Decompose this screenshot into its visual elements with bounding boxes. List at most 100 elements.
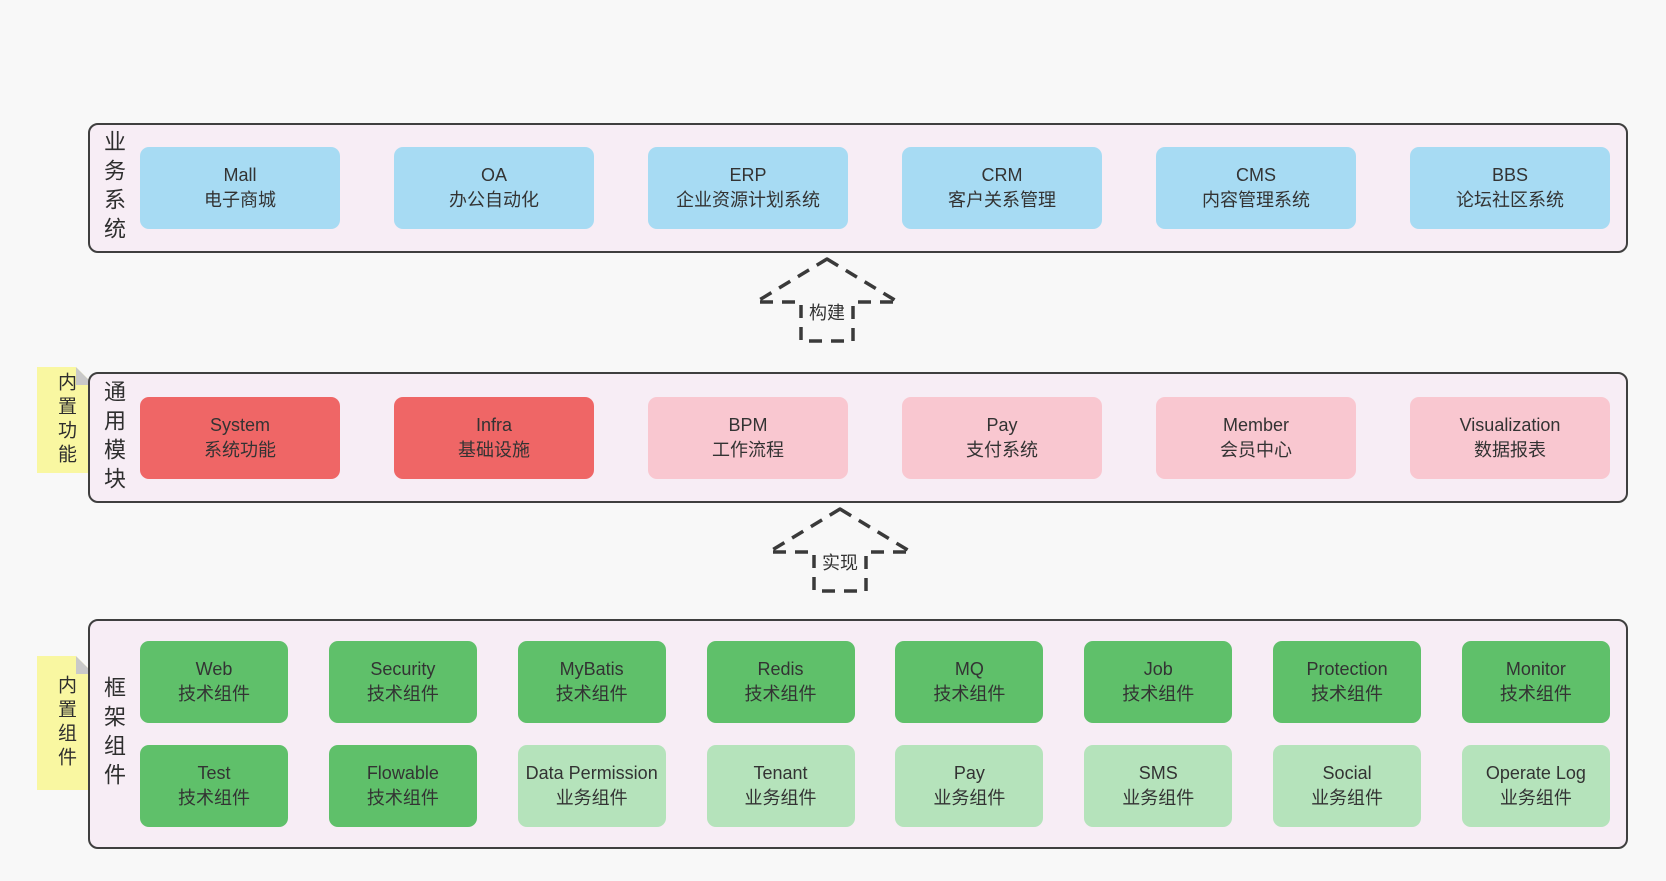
box-oa: OA 办公自动化 bbox=[394, 147, 594, 229]
arrow-implement: 实现 bbox=[765, 506, 915, 594]
box-security: Security 技术组件 bbox=[328, 641, 477, 723]
common-modules-row: System 系统功能 Infra 基础设施 BPM 工作流程 Pay 支付系统… bbox=[140, 396, 1610, 479]
box-subtitle: 技术组件 bbox=[366, 788, 439, 808]
dashed-up-arrow-icon bbox=[767, 507, 913, 593]
framework-components-row-2: Test 技术组件 Flowable 技术组件 Data Permission … bbox=[140, 745, 1610, 827]
box-title: BPM bbox=[728, 414, 768, 435]
box-pay-component: Pay 业务组件 bbox=[895, 745, 1044, 827]
section-label-framework-components: 框架组件 bbox=[101, 676, 126, 792]
business-systems-row: Mall 电子商城 OA 办公自动化 ERP 企业资源计划系统 CRM 客户关系… bbox=[140, 147, 1610, 229]
box-subtitle: 技术组件 bbox=[178, 684, 250, 704]
box-title: Member bbox=[1222, 414, 1289, 435]
box-title: Monitor bbox=[1505, 659, 1566, 680]
box-subtitle: 技术组件 bbox=[1499, 684, 1572, 704]
box-title: CRM bbox=[981, 165, 1023, 186]
box-subtitle: 业务组件 bbox=[1122, 788, 1195, 808]
box-subtitle: 论坛社区系统 bbox=[1456, 190, 1564, 210]
box-subtitle: 会员中心 bbox=[1220, 439, 1292, 460]
box-title: Redis bbox=[757, 659, 804, 680]
box-title: Protection bbox=[1306, 659, 1388, 680]
box-job: Job 技术组件 bbox=[1084, 641, 1233, 723]
box-subtitle: 业务组件 bbox=[933, 788, 1006, 808]
box-title: OA bbox=[480, 165, 507, 186]
box-subtitle: 技术组件 bbox=[933, 684, 1006, 704]
box-title: Visualization bbox=[1459, 414, 1561, 435]
box-redis: Redis 技术组件 bbox=[706, 641, 855, 723]
box-infra: Infra 基础设施 bbox=[394, 396, 594, 479]
box-visualization: Visualization 数据报表 bbox=[1410, 396, 1610, 479]
box-title: MyBatis bbox=[559, 659, 624, 680]
box-crm: CRM 客户关系管理 bbox=[902, 147, 1102, 229]
box-flowable: Flowable 技术组件 bbox=[328, 745, 477, 827]
box-title: Security bbox=[370, 659, 436, 680]
arrow-build-label: 构建 bbox=[805, 298, 849, 326]
box-title: BBS bbox=[1491, 165, 1529, 186]
box-title: Operate Log bbox=[1485, 763, 1586, 784]
note-label: 内置功能 bbox=[55, 372, 76, 468]
box-title: Mall bbox=[223, 165, 257, 186]
box-subtitle: 基础设施 bbox=[458, 439, 530, 460]
section-label-business-systems: 业务系统 bbox=[101, 130, 126, 246]
box-erp: ERP 企业资源计划系统 bbox=[648, 147, 848, 229]
box-title: Infra bbox=[475, 414, 513, 435]
panel-business-systems: 业务系统 Mall 电子商城 OA 办公自动化 ERP 企业资源计划系统 CRM… bbox=[88, 123, 1628, 253]
box-subtitle: 技术组件 bbox=[1122, 684, 1195, 704]
box-test: Test 技术组件 bbox=[140, 745, 288, 827]
box-subtitle: 支付系统 bbox=[966, 439, 1038, 460]
box-subtitle: 技术组件 bbox=[1311, 684, 1384, 704]
box-data-permission: Data Permission 业务组件 bbox=[517, 745, 666, 827]
box-subtitle: 技术组件 bbox=[555, 684, 628, 704]
box-web: Web 技术组件 bbox=[140, 641, 288, 723]
box-subtitle: 办公自动化 bbox=[449, 190, 539, 210]
box-bpm: BPM 工作流程 bbox=[648, 396, 848, 479]
box-protection: Protection 技术组件 bbox=[1273, 641, 1422, 723]
section-label-common-modules: 通用模块 bbox=[101, 379, 126, 496]
box-member: Member 会员中心 bbox=[1156, 396, 1356, 479]
box-subtitle: 技术组件 bbox=[178, 788, 250, 808]
dashed-up-arrow-icon bbox=[754, 257, 900, 343]
arrow-build: 构建 bbox=[752, 256, 902, 344]
box-social: Social 业务组件 bbox=[1273, 745, 1422, 827]
box-title: Social bbox=[1322, 763, 1372, 784]
box-mq: MQ 技术组件 bbox=[895, 641, 1044, 723]
box-subtitle: 工作流程 bbox=[712, 439, 784, 460]
box-title: Web bbox=[195, 659, 233, 680]
box-subtitle: 业务组件 bbox=[555, 788, 628, 808]
box-subtitle: 系统功能 bbox=[204, 439, 276, 460]
panel-framework-components: 框架组件 Web 技术组件 Security 技术组件 MyBatis 技术组件… bbox=[88, 619, 1628, 849]
box-subtitle: 业务组件 bbox=[1311, 788, 1384, 808]
box-tenant: Tenant 业务组件 bbox=[706, 745, 855, 827]
box-subtitle: 企业资源计划系统 bbox=[676, 190, 820, 210]
box-title: SMS bbox=[1138, 763, 1178, 784]
box-subtitle: 技术组件 bbox=[366, 684, 439, 704]
box-mall: Mall 电子商城 bbox=[140, 147, 340, 229]
panel-common-modules: 通用模块 System 系统功能 Infra 基础设施 BPM 工作流程 Pay… bbox=[88, 372, 1628, 503]
framework-components-row-1: Web 技术组件 Security 技术组件 MyBatis 技术组件 Redi… bbox=[140, 641, 1610, 723]
note-label: 内置组件 bbox=[55, 675, 76, 771]
box-sms: SMS 业务组件 bbox=[1084, 745, 1233, 827]
box-title: Data Permission bbox=[525, 763, 658, 784]
box-operate-log: Operate Log 业务组件 bbox=[1461, 745, 1610, 827]
box-cms: CMS 内容管理系统 bbox=[1156, 147, 1356, 229]
sticky-note-built-in-features: 内置功能 bbox=[37, 367, 94, 473]
box-bbs: BBS 论坛社区系统 bbox=[1410, 147, 1610, 229]
box-title: Tenant bbox=[753, 763, 808, 784]
box-pay-system: Pay 支付系统 bbox=[902, 396, 1102, 479]
box-title: MQ bbox=[954, 659, 984, 680]
box-subtitle: 业务组件 bbox=[1499, 788, 1572, 808]
box-title: Pay bbox=[953, 763, 985, 784]
box-title: Flowable bbox=[366, 763, 439, 784]
box-subtitle: 电子商城 bbox=[204, 190, 276, 210]
box-title: Test bbox=[197, 763, 231, 784]
box-subtitle: 业务组件 bbox=[744, 788, 817, 808]
box-monitor: Monitor 技术组件 bbox=[1461, 641, 1610, 723]
box-title: Pay bbox=[986, 414, 1018, 435]
box-system: System 系统功能 bbox=[140, 396, 340, 479]
box-title: ERP bbox=[729, 165, 767, 186]
box-subtitle: 内容管理系统 bbox=[1202, 190, 1310, 210]
box-subtitle: 客户关系管理 bbox=[948, 190, 1056, 210]
box-subtitle: 技术组件 bbox=[744, 684, 817, 704]
box-title: System bbox=[209, 414, 270, 435]
box-subtitle: 数据报表 bbox=[1474, 439, 1546, 460]
